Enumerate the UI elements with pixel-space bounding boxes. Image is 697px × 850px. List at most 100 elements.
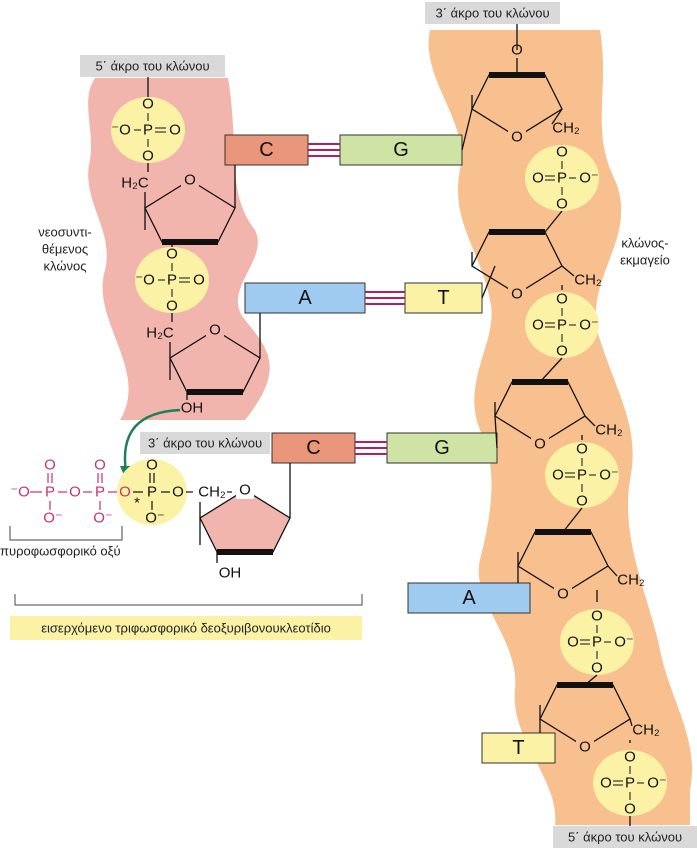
ring-o-bg: [554, 585, 572, 603]
end-label-text: 5΄ άκρο του κλώνου: [568, 830, 682, 845]
backbone-bond: [629, 718, 633, 727]
pyrophosphate-label: πυροφωσφορικό οξύ: [0, 544, 121, 559]
pyrophosphate-atom: O: [94, 457, 106, 474]
base-T-template-5: T: [481, 732, 556, 764]
phosphate-ellipse: [560, 609, 634, 675]
atom-label: O: [552, 467, 564, 484]
backbone-bond: [562, 507, 583, 533]
atom-label: O⁻: [145, 510, 165, 527]
atom-label: O⁻: [647, 775, 667, 792]
template-strand-label: εκμαγείο: [620, 253, 670, 268]
base-link: [494, 415, 498, 449]
atom-label: P: [592, 634, 602, 651]
3-prime-oh: OH: [181, 400, 204, 417]
base-box: [404, 282, 483, 314]
atom-label: O⁻: [599, 467, 619, 484]
backbone-bond: [544, 210, 563, 233]
atom-label: O: [556, 144, 568, 161]
atom-label: O⁻: [579, 317, 599, 334]
ring-o-bg: [181, 171, 199, 189]
pyrophosphate-atom: O⁻: [43, 510, 63, 527]
backbone-bond: [607, 565, 618, 577]
atom-label: O: [146, 457, 158, 474]
ring-oxygen: O: [209, 322, 221, 339]
five-prime-end-label-bottom: 5΄ άκρο του κλώνου: [553, 826, 697, 848]
incoming-nucleotide-label: εισερχόμενο τριφωσφορικό δεοξυριβονουκλε…: [41, 621, 331, 636]
atom-label: ⁻O: [111, 122, 131, 139]
three-prime-end-label-left: 3΄ άκρο του κλώνου: [140, 432, 270, 454]
3-prime-oh-incoming: OH: [219, 565, 242, 582]
atom-label: O: [142, 148, 154, 165]
alpha-phosphate-ellipse: [117, 459, 187, 525]
ring-o-bg: [508, 285, 526, 303]
atom-label: O: [142, 96, 154, 113]
ring-o-bg: [206, 321, 224, 339]
base-link: [481, 265, 496, 299]
atom-label: O: [532, 317, 544, 334]
incoming-sugar: O: [199, 481, 291, 555]
label-background: [553, 826, 697, 848]
ring-o-bg: [508, 128, 526, 146]
bond-cleavage-star: *: [134, 495, 140, 512]
end-label-text: 3΄ άκρο του κλώνου: [435, 6, 549, 21]
atom-label: O⁻: [579, 170, 599, 187]
ring-oxygen: O: [184, 172, 196, 189]
atom-label: O: [166, 298, 178, 315]
phosphate-ellipse: [525, 292, 599, 358]
base-A-new-2: A: [244, 282, 366, 314]
backbone-bond: [539, 357, 563, 383]
ring-o-bg: [531, 435, 549, 453]
new-strand-label: νεοσυντι-: [38, 225, 92, 240]
atom-label: O: [556, 291, 568, 308]
atom-label: ⁻O: [135, 272, 155, 289]
new-strand-sugar: O: [144, 171, 236, 245]
atom-label: O: [556, 196, 568, 213]
atom-label: O: [172, 484, 184, 501]
base-box: [271, 432, 356, 464]
ch2-group: CH₂: [198, 484, 226, 501]
new-strand-label: κλώνος: [44, 259, 87, 274]
base-letter: C: [259, 139, 273, 161]
atom-label: O: [576, 441, 588, 458]
base-letter: T: [512, 737, 524, 759]
pyrophosphate-atom: P: [45, 484, 55, 501]
atom-label: O: [169, 122, 181, 139]
base-letter: G: [393, 139, 409, 161]
template-strand-label: κλώνος-: [621, 236, 668, 251]
incoming-bracket: [14, 594, 363, 606]
base-C-new-1: C: [224, 134, 309, 166]
h2c-group: H₂C: [121, 175, 149, 192]
atom-label: O: [624, 749, 636, 766]
ch2-group: CH₂: [632, 722, 660, 739]
base-letter: T: [437, 287, 449, 309]
atom-label: O: [624, 801, 636, 818]
atom-label: O: [591, 608, 603, 625]
base-box: [407, 582, 531, 614]
three-prime-end-label-top: 3΄ άκρο του κλώνου: [425, 2, 560, 24]
base-T-template-2: T: [404, 282, 483, 314]
end-label-text: 5΄ άκρο του κλώνου: [95, 59, 209, 74]
base-G-template-1: G: [339, 134, 463, 166]
new-strand-sugar: O: [169, 321, 261, 395]
label-background: [80, 55, 225, 77]
atom-label: O: [576, 493, 588, 510]
atom-label: P: [625, 775, 635, 792]
base-letter: G: [434, 437, 450, 459]
ch2-group: CH₂: [574, 272, 602, 289]
base-link: [461, 108, 473, 151]
phosphate-ellipse: [593, 750, 667, 816]
atom-label: P: [557, 170, 567, 187]
template-sugar: O: [471, 72, 563, 146]
atom-label: O: [166, 246, 178, 263]
base-C-incoming: C: [271, 432, 356, 464]
base-box: [386, 432, 498, 464]
backbone-bond: [584, 415, 596, 427]
backbone-bond: [584, 674, 598, 686]
atom-label: O: [567, 634, 579, 651]
